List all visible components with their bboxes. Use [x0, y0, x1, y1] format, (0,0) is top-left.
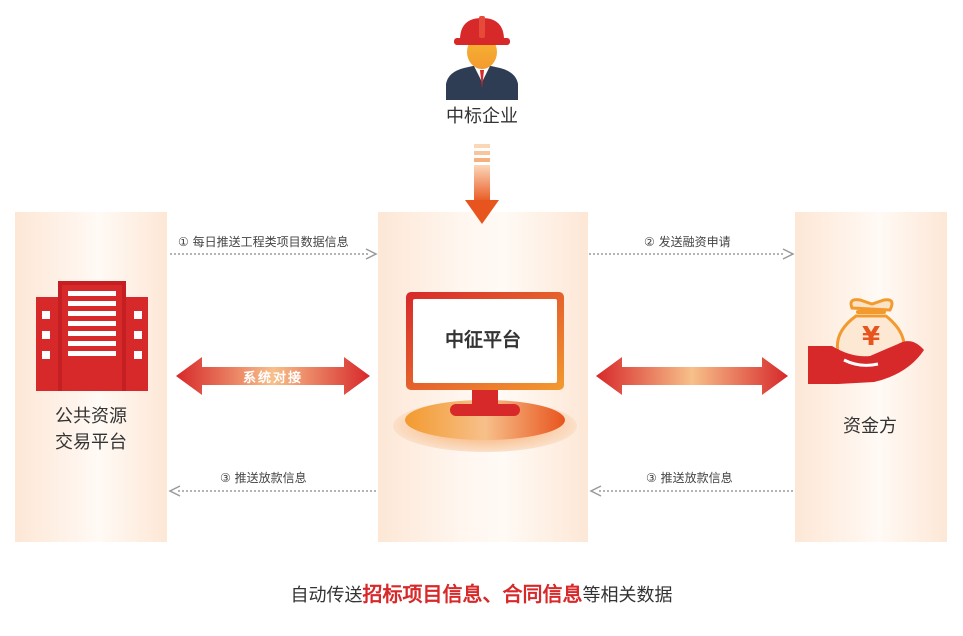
financing-arrow: [589, 248, 795, 260]
public-platform-label-line2: 交易平台: [55, 432, 127, 453]
loan-info-right-arrow: [589, 485, 795, 497]
currency-icon: ¥: [861, 322, 881, 352]
system-link-label: 系统对接: [242, 371, 303, 386]
loan-info-left-arrow: [168, 485, 378, 497]
public-platform-label: 公共资源 交易平台: [25, 404, 157, 456]
caption-highlight-2: 合同信息: [502, 582, 583, 606]
daily-push-arrow: [170, 248, 378, 260]
caption-prefix: 自动传送: [290, 585, 363, 606]
loan-info-left-label: ③ 推送放款信息: [220, 471, 307, 485]
monitor-icon: [393, 292, 577, 452]
caption-suffix: 等相关数据: [582, 585, 673, 606]
caption: 自动传送招标项目信息、合同信息等相关数据: [0, 578, 963, 607]
enterprise-label: 中标企业: [446, 106, 518, 127]
platform-label: 中征平台: [444, 329, 521, 351]
daily-push-label: ① 每日推送工程类项目数据信息: [178, 235, 349, 249]
loan-info-right-label: ③ 推送放款信息: [646, 471, 733, 485]
system-link-arrow: [176, 357, 370, 395]
building-icon: [36, 281, 148, 391]
financing-label: ② 发送融资申请: [644, 235, 731, 249]
public-platform-label-line1: 公共资源: [55, 406, 127, 427]
caption-highlight-1: 招标项目信息、: [362, 582, 503, 606]
worker-icon: [446, 16, 518, 100]
money-hand-icon: [808, 298, 924, 384]
down-arrow: [465, 144, 499, 224]
funder-label: 资金方: [843, 416, 897, 437]
funder-link-arrow: [596, 357, 788, 395]
